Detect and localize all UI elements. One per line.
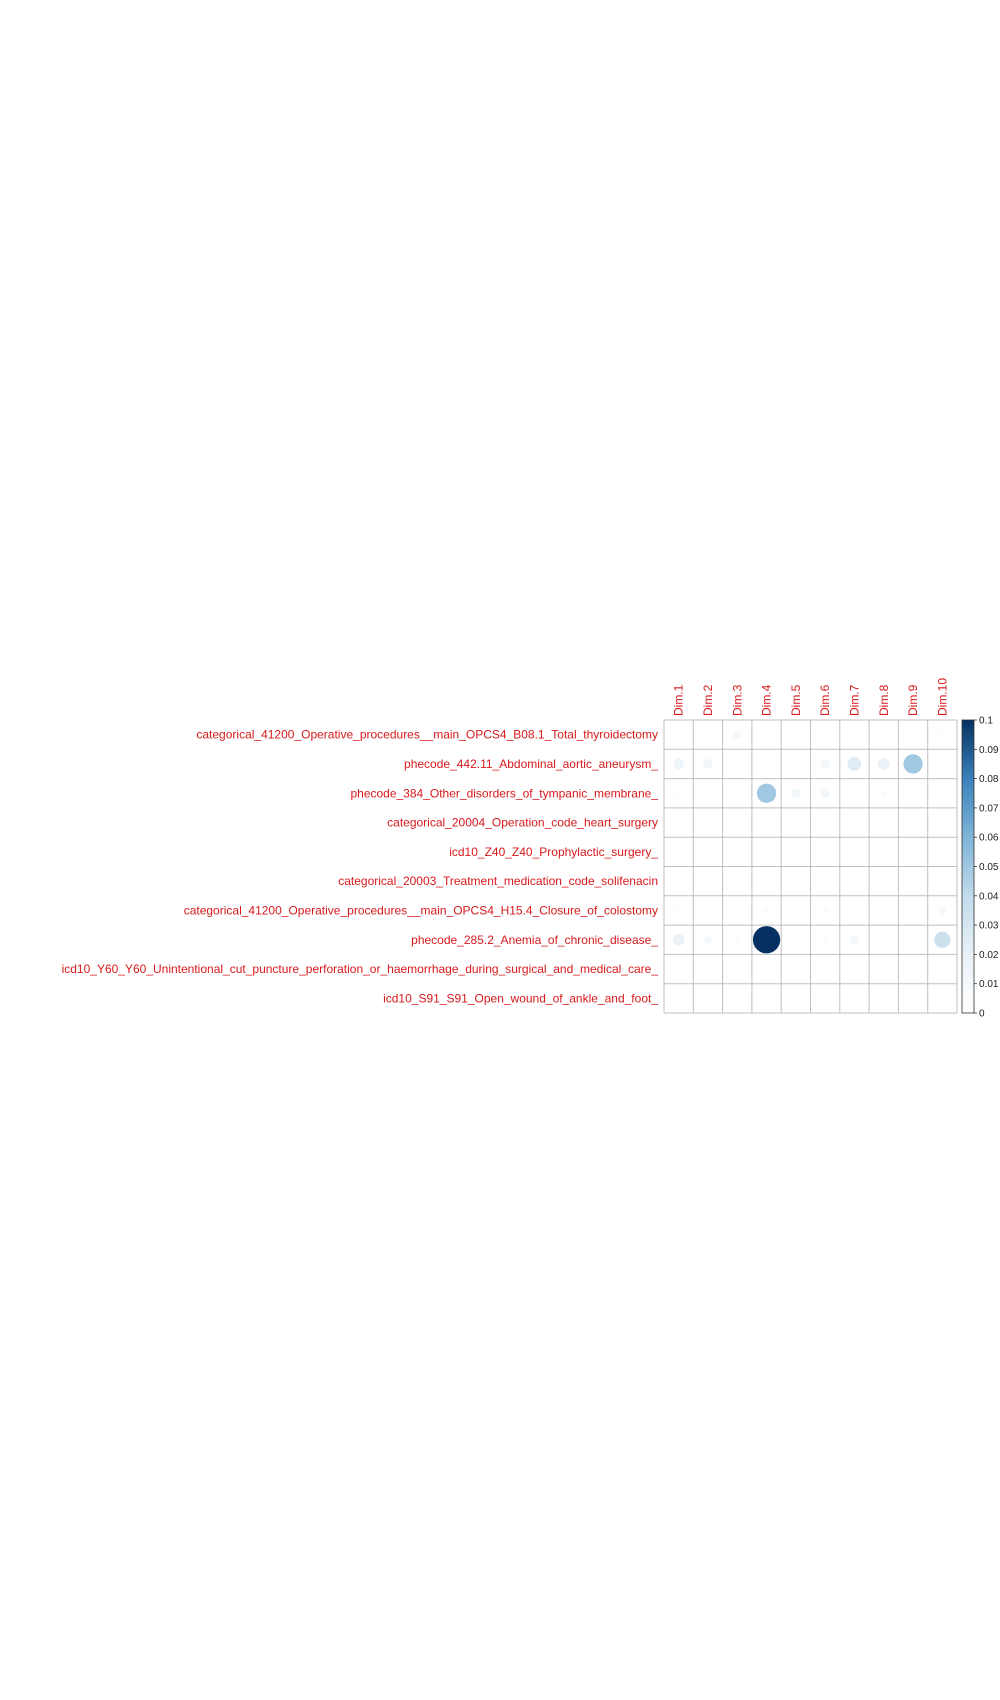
column-label: Dim.2: [701, 684, 715, 716]
colorbar-tick-label: 0.03: [979, 921, 999, 932]
value-circle: [672, 933, 685, 946]
value-circle: [734, 937, 740, 943]
colorbar-gradient: [961, 719, 975, 1014]
row-label: categorical_41200_Operative_procedures__…: [184, 903, 658, 917]
colorbar-tick-label: 0.05: [979, 862, 999, 873]
value-circle: [752, 926, 781, 954]
row-labels: categorical_41200_Operative_procedures__…: [62, 728, 659, 1006]
value-circle: [820, 788, 830, 798]
row-label: phecode_442.11_Abdominal_aortic_aneurysm…: [404, 757, 658, 771]
row-label: icd10_S91_S91_Open_wound_of_ankle_and_fo…: [383, 991, 658, 1005]
value-circle: [675, 790, 682, 796]
value-circle: [939, 731, 946, 738]
value-circle: [677, 850, 681, 854]
value-circle: [764, 820, 769, 825]
value-circle: [934, 931, 951, 948]
colorbar: 0.1 0.09 0.08 0.07 0.06 0.05 0.04 0.03 0.02 0.01 0: [961, 716, 999, 1020]
value-circle: [938, 906, 947, 915]
value-circle: [732, 730, 742, 739]
column-label: Dim.3: [730, 684, 744, 716]
value-circle: [820, 759, 830, 769]
value-circle: [791, 788, 801, 798]
row-label: icd10_Y60_Y60_Unintentional_cut_puncture…: [62, 962, 659, 976]
column-label: Dim.8: [877, 684, 891, 716]
colorbar-tick-label: 0.02: [979, 950, 999, 961]
value-circle: [850, 935, 859, 945]
value-circle: [703, 759, 713, 769]
colorbar-tick-label: 0.08: [979, 774, 999, 785]
value-circle: [903, 754, 923, 774]
value-circle: [705, 790, 711, 796]
value-circle: [847, 757, 862, 771]
column-label: Dim.10: [935, 678, 949, 716]
circles: [672, 730, 951, 972]
row-label: icd10_Z40_Z40_Prophylactic_surgery_: [449, 845, 658, 859]
column-label: Dim.7: [847, 684, 861, 716]
value-circle: [673, 758, 684, 770]
row-label: phecode_384_Other_disorders_of_tympanic_…: [350, 786, 658, 800]
column-label: Dim.5: [789, 684, 803, 716]
row-label: categorical_41200_Operative_procedures__…: [196, 728, 658, 742]
value-circle: [675, 907, 682, 914]
value-circle: [822, 936, 829, 943]
row-label: phecode_285.2_Anemia_of_chronic_disease_: [411, 933, 658, 947]
value-circle: [705, 908, 711, 913]
colorbar-tick-label: 0.06: [979, 833, 999, 844]
column-label: Dim.6: [818, 684, 832, 716]
value-circle: [880, 790, 887, 797]
value-circle: [756, 783, 777, 803]
colorbar-tick-label: 0.09: [979, 745, 999, 756]
row-label: categorical_20004_Operation_code_heart_s…: [387, 816, 658, 830]
column-label: Dim.1: [672, 684, 686, 716]
value-circle: [763, 907, 770, 914]
colorbar-tick-label: 0.07: [979, 803, 999, 814]
value-circle: [706, 850, 710, 854]
column-label: Dim.9: [906, 684, 920, 716]
value-circle: [877, 758, 890, 770]
row-label: categorical_20003_Treatment_medication_c…: [338, 874, 658, 888]
colorbar-tick-label: 0: [979, 1009, 985, 1020]
value-circle: [676, 966, 682, 972]
colorbar-tick-label: 0.01: [979, 979, 999, 990]
colorbar-tick-label: 0.1: [979, 716, 993, 727]
value-circle: [852, 820, 857, 825]
value-circle: [704, 935, 712, 944]
colorbar-tick-label: 0.04: [979, 891, 999, 902]
value-circle: [911, 732, 915, 737]
grid: [663, 719, 958, 1014]
column-label: Dim.4: [760, 684, 774, 716]
value-circle: [822, 907, 829, 914]
column-labels: Dim.1 Dim.2 Dim.3 Dim.4 Dim.5 Dim.6 Dim.7 Dim.8…: [672, 678, 950, 716]
